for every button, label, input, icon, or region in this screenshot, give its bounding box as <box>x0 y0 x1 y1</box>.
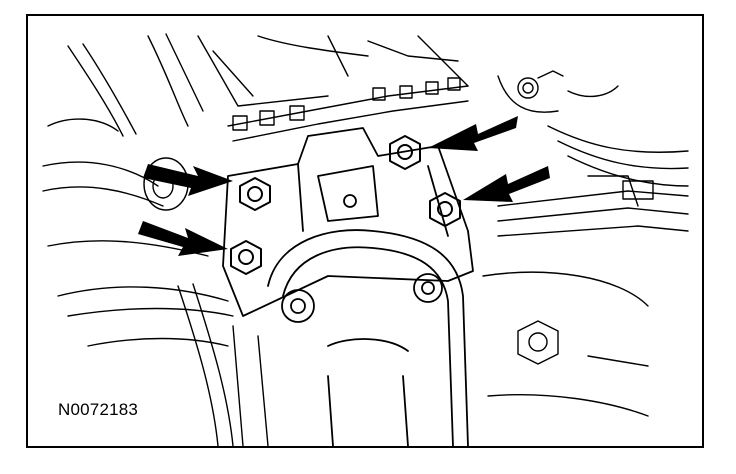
left-contours <box>42 118 234 347</box>
highlighted-fasteners <box>230 135 461 275</box>
upper-housing-lines <box>67 33 469 142</box>
mounting-bracket <box>222 127 474 317</box>
right-contours <box>497 125 689 237</box>
arrow-lower-right <box>463 166 550 202</box>
arrow-upper-right <box>428 116 518 151</box>
upper-right-stud <box>497 70 619 113</box>
fastener-upper-right <box>389 135 421 170</box>
illustration-frame: N0072183 <box>26 14 704 448</box>
fastener-lower-left <box>230 240 262 275</box>
lower-left-structure <box>177 283 269 446</box>
mechanical-illustration <box>42 33 689 446</box>
arrow-lower-left <box>138 221 228 256</box>
callout-arrows <box>138 116 550 256</box>
fastener-upper-left <box>239 177 271 211</box>
figure-id-label: N0072183 <box>58 400 139 419</box>
connector-blocks <box>232 77 461 131</box>
lower-housing <box>267 229 469 446</box>
fastener-lower-right <box>429 192 461 227</box>
lower-right-nut <box>482 271 649 417</box>
arrow-upper-left <box>143 164 233 196</box>
